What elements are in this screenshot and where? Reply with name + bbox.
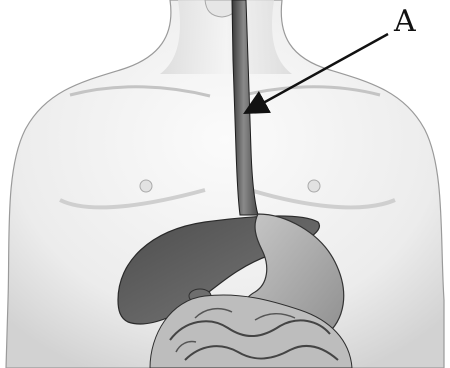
structure-label: A bbox=[393, 4, 416, 39]
left-nipple bbox=[140, 180, 152, 192]
right-nipple bbox=[308, 180, 320, 192]
